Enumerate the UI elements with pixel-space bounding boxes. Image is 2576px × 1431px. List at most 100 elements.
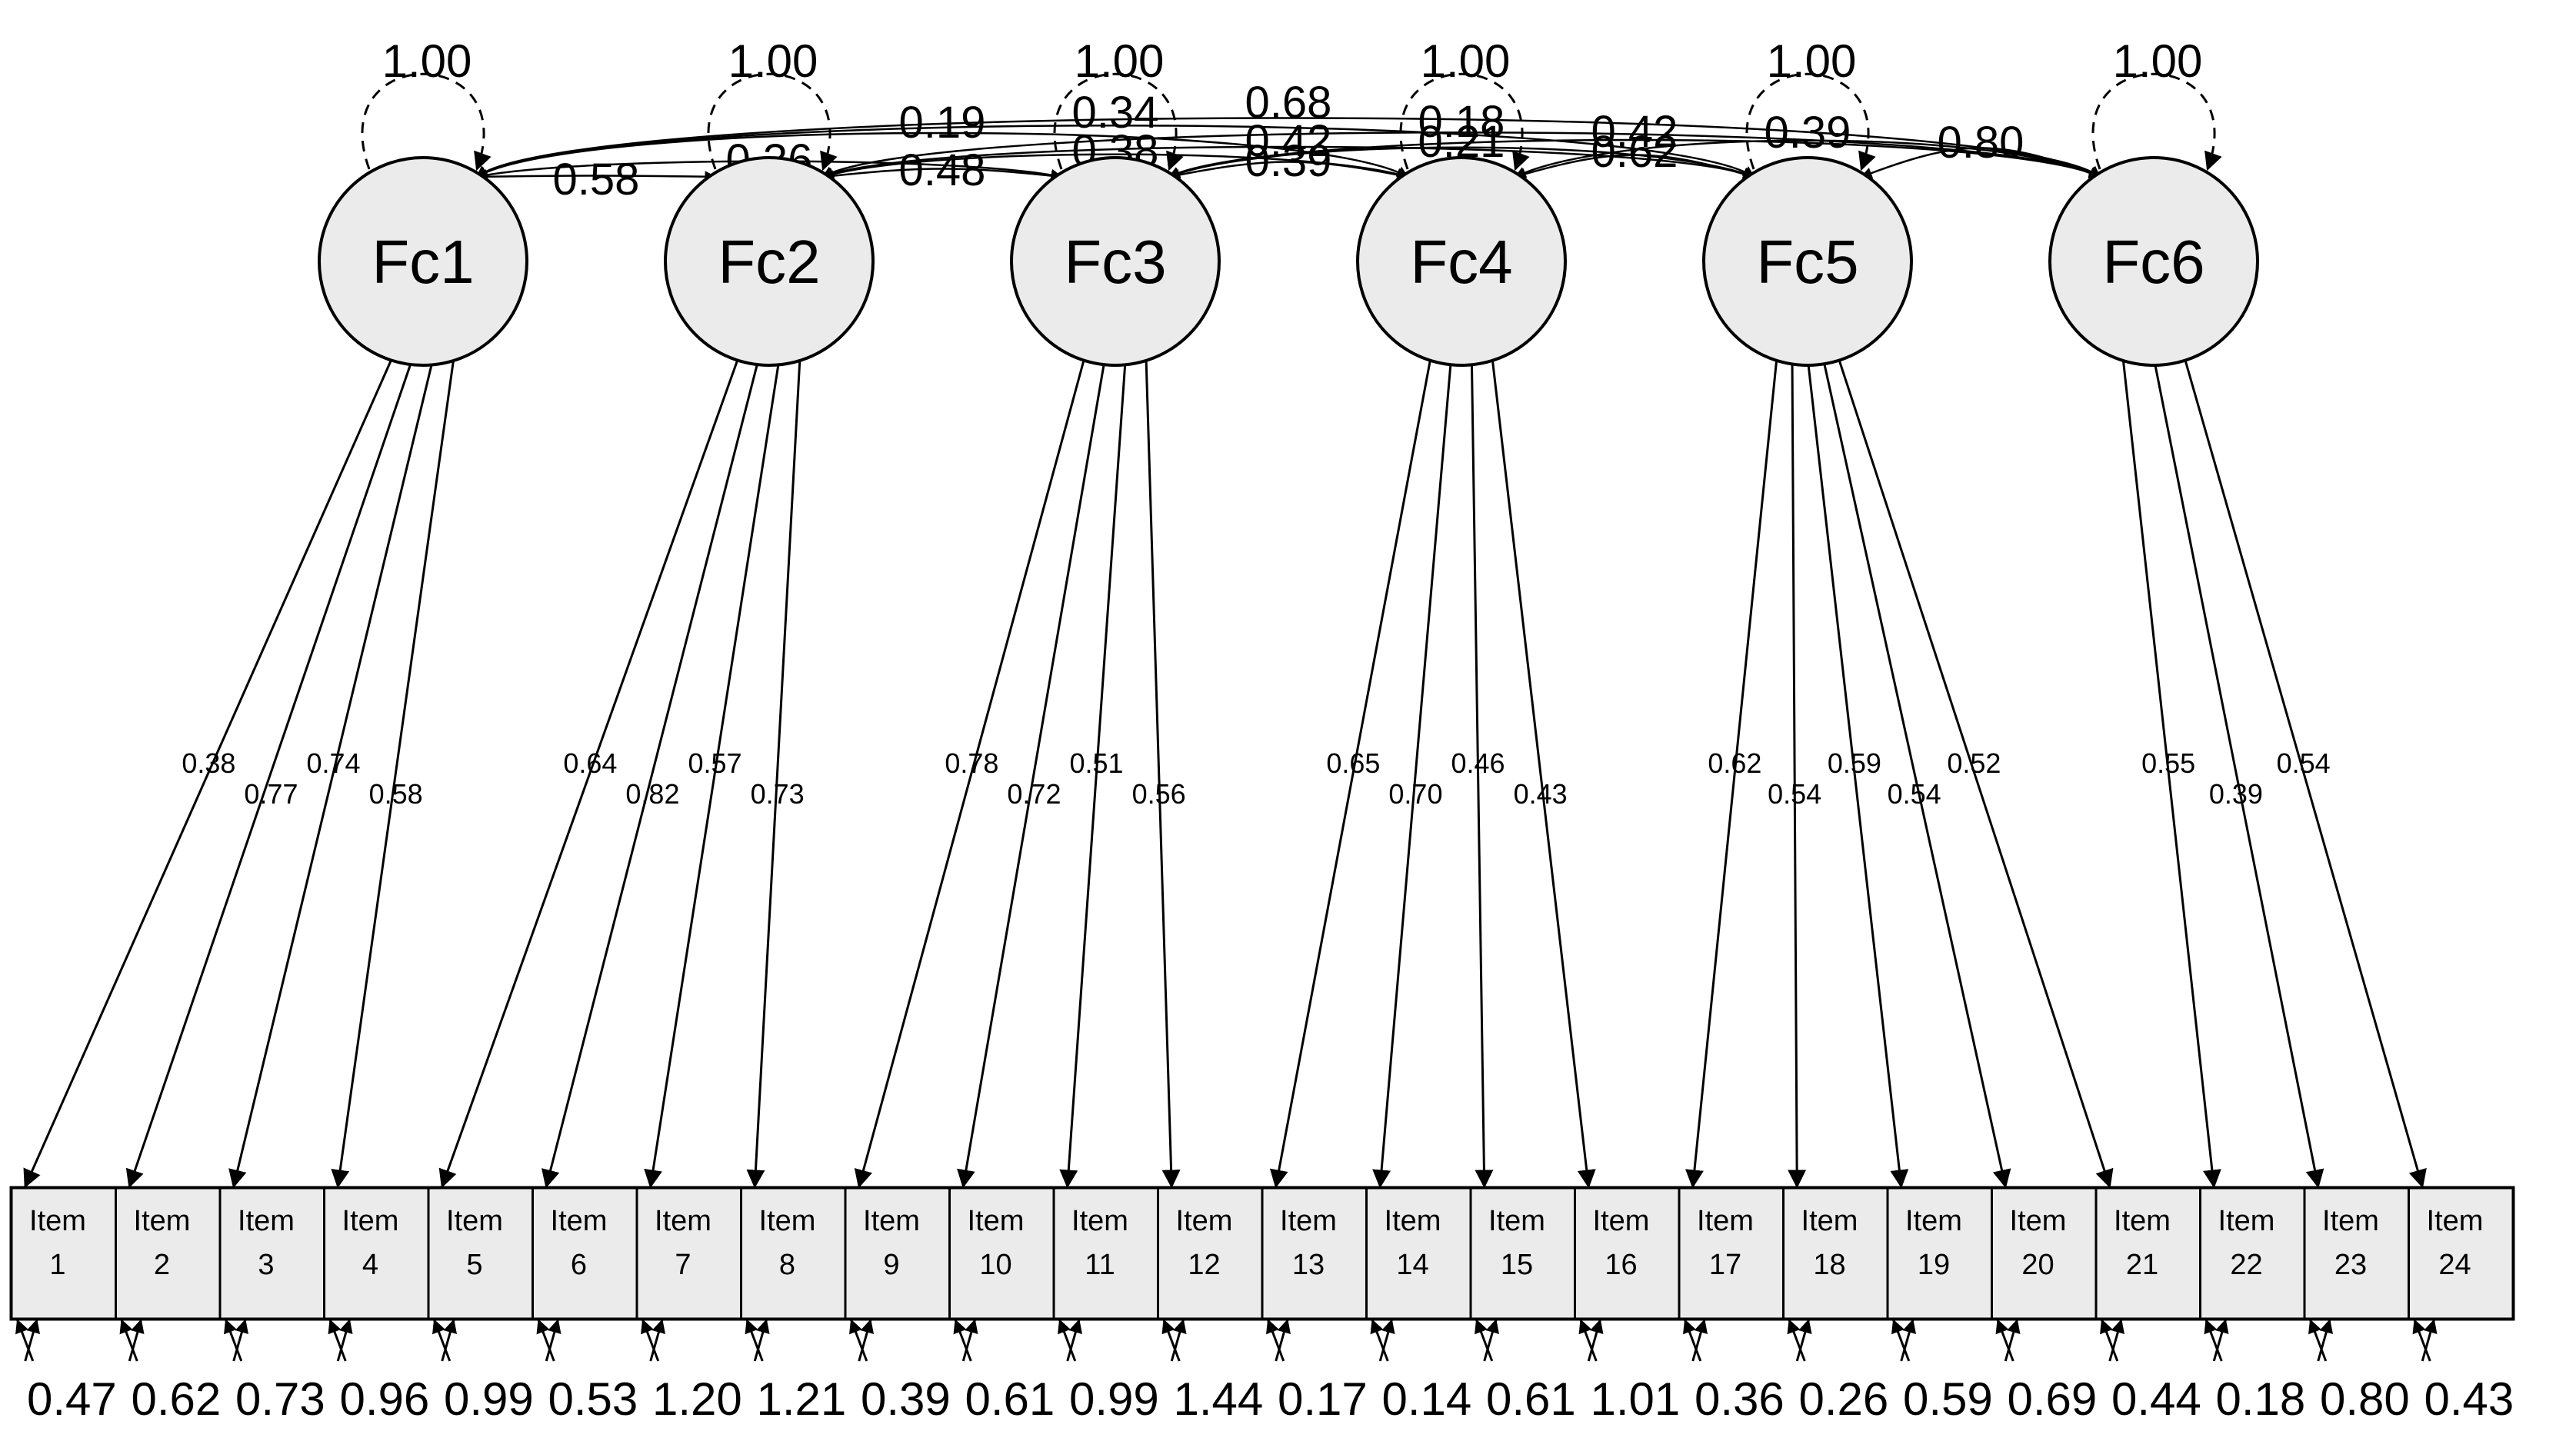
item-number: 2 (154, 1249, 170, 1281)
loading-label: 0.77 (244, 778, 298, 810)
item-rect (1991, 1186, 2098, 1320)
item-rect (2199, 1186, 2306, 1320)
item-box-2: Item 2 (115, 1186, 222, 1320)
item-word: Item (134, 1205, 191, 1237)
loading-label: 0.38 (182, 747, 235, 779)
item-word: Item (759, 1205, 816, 1237)
item-word: Item (655, 1205, 711, 1237)
error-variance-label: 0.59 (1903, 1373, 1993, 1425)
error-variance-label: 0.36 (1695, 1373, 1785, 1425)
variance-loop (2091, 72, 2222, 171)
error-arrow-left (1683, 1319, 1702, 1362)
item-word: Item (2114, 1205, 2171, 1237)
item-number: 17 (1709, 1249, 1741, 1281)
item-rect (1782, 1186, 1889, 1320)
error-arrow-left (1995, 1319, 2014, 1362)
error-variance-label: 0.73 (235, 1373, 325, 1425)
loading-path (541, 357, 761, 1189)
error-variance-label: 0.80 (2320, 1373, 2410, 1425)
error-arrow-right (649, 1319, 665, 1362)
loading-label: 0.43 (1514, 778, 1568, 810)
error-arrow-right (1275, 1319, 1291, 1362)
loading-label: 0.70 (1388, 778, 1442, 810)
error-arrow-right (1587, 1319, 1604, 1362)
error-variance-label: 0.18 (2216, 1373, 2306, 1425)
item-number: 22 (2230, 1249, 2262, 1281)
item-number: 15 (1501, 1249, 1533, 1281)
error-arrow-right (2108, 1319, 2124, 1362)
loading-label: 0.54 (2277, 747, 2331, 779)
covariance-label: 0.68 (1245, 78, 1332, 128)
item-number: 13 (1292, 1249, 1325, 1281)
item-rect (532, 1186, 638, 1320)
loading-label: 0.55 (2141, 747, 2195, 779)
item-layer: Item1Item2Item3Item4Item5Item6Item7Item8… (9, 1186, 2515, 1321)
error-variance-label: 0.17 (1278, 1373, 1368, 1425)
item-word: Item (1593, 1205, 1650, 1237)
item-rect (2408, 1186, 2514, 1320)
error-arrow-right (2317, 1319, 2333, 1362)
item-rect (635, 1186, 742, 1320)
loading-label: 0.58 (369, 778, 423, 810)
variance-loop (361, 72, 492, 171)
loading-path (644, 357, 781, 1189)
error-arrow-left (1475, 1319, 1494, 1362)
covariance-label: 0.39 (1245, 136, 1332, 186)
error-arrow-left (1787, 1319, 1806, 1362)
item-rect (1678, 1186, 1785, 1320)
error-arrow-left (1370, 1319, 1389, 1362)
item-number: 16 (1605, 1249, 1637, 1281)
error-arrow-left (432, 1319, 452, 1362)
error-variance-label: 0.61 (1486, 1373, 1576, 1425)
item-word: Item (1905, 1205, 1962, 1237)
error-variance-label: 0.44 (2111, 1373, 2201, 1425)
loading-label: 0.62 (1708, 747, 1761, 779)
loading-label: 0.51 (1070, 747, 1124, 779)
factor-variance-label: 1.00 (1075, 35, 1165, 87)
item-number: 19 (1918, 1249, 1950, 1281)
loading-layer: 0.380.770.740.580.640.820.570.730.780.72… (23, 357, 2427, 1189)
loading-label: 0.46 (1451, 747, 1505, 779)
loading-label: 0.56 (1132, 778, 1186, 810)
loading-label: 0.82 (625, 778, 679, 810)
covariance-path (1168, 138, 2101, 178)
item-word: Item (29, 1205, 86, 1237)
factor-fc5: Fc5 (1702, 156, 1913, 367)
error-arrow-left (1266, 1319, 1285, 1362)
error-arrow-right (1170, 1319, 1187, 1362)
loading-label: 0.65 (1326, 747, 1380, 779)
covariance-path (1514, 139, 2101, 178)
item-word: Item (1697, 1205, 1754, 1237)
item-number: 4 (362, 1249, 378, 1281)
covariance-path (475, 125, 1755, 178)
factor-fc6: Fc6 (2048, 156, 2259, 367)
error-arrow-right (336, 1319, 353, 1362)
loading-path (1059, 357, 1127, 1189)
error-arrow-right (1900, 1319, 1916, 1362)
loading-label: 0.54 (1768, 778, 1821, 810)
loading-label: 0.64 (563, 747, 617, 779)
item-number: 5 (466, 1249, 482, 1281)
covariance-path (821, 131, 2101, 178)
item-number: 7 (675, 1249, 691, 1281)
loading-path (746, 357, 801, 1189)
error-arrow-right (961, 1319, 978, 1362)
error-arrow-right (753, 1319, 770, 1362)
loading-label: 0.59 (1828, 747, 1881, 779)
loading-path (438, 357, 740, 1189)
error-variance-label: 0.62 (132, 1373, 222, 1425)
item-word: Item (2010, 1205, 2067, 1237)
error-variance-label: 0.69 (2008, 1373, 2098, 1425)
item-word: Item (1071, 1205, 1128, 1237)
item-rect (1469, 1186, 1576, 1320)
error-arrow-right (1483, 1319, 1499, 1362)
loading-label: 0.78 (945, 747, 998, 779)
factor-circle (2048, 156, 2259, 367)
